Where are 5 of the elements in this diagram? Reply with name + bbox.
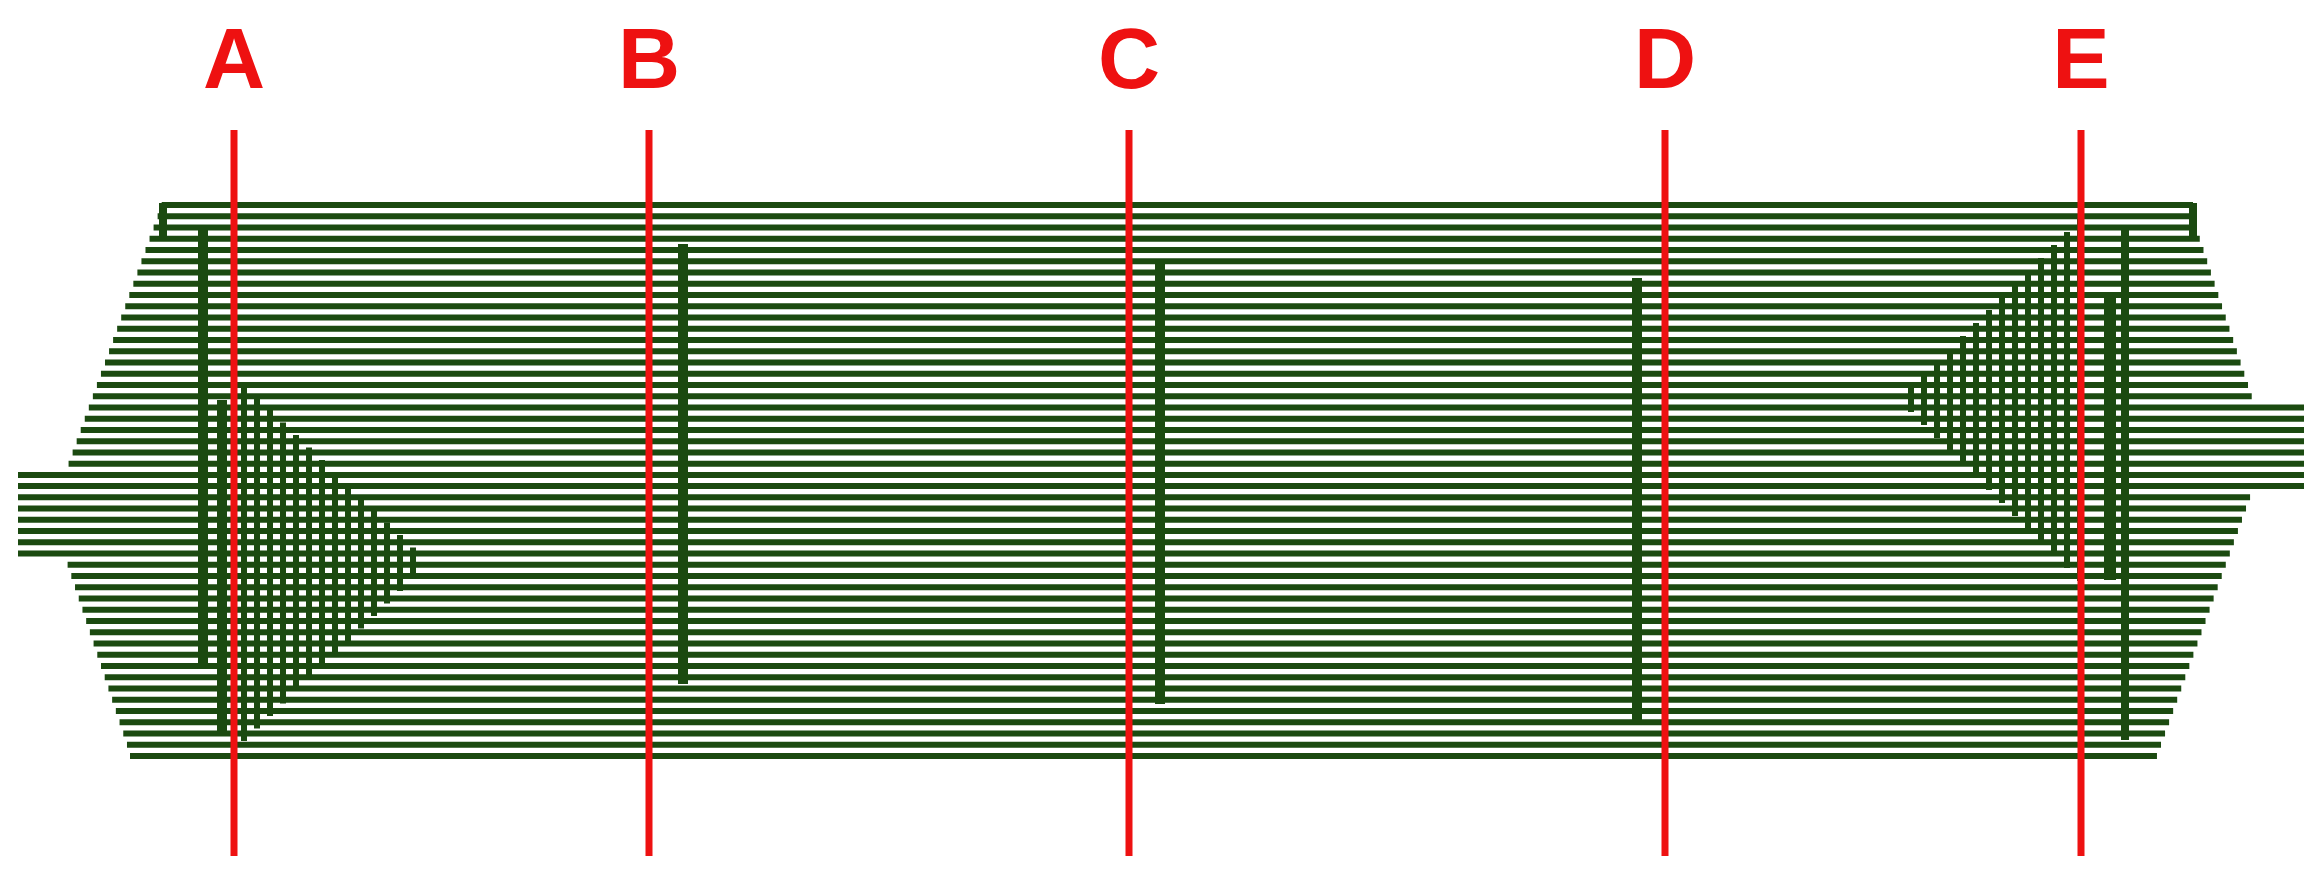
section-label: C (1096, 10, 1162, 106)
section-label: B (616, 10, 682, 106)
section-label: D (1632, 10, 1698, 106)
section-label: E (2051, 10, 2111, 106)
section-label: A (201, 10, 267, 106)
